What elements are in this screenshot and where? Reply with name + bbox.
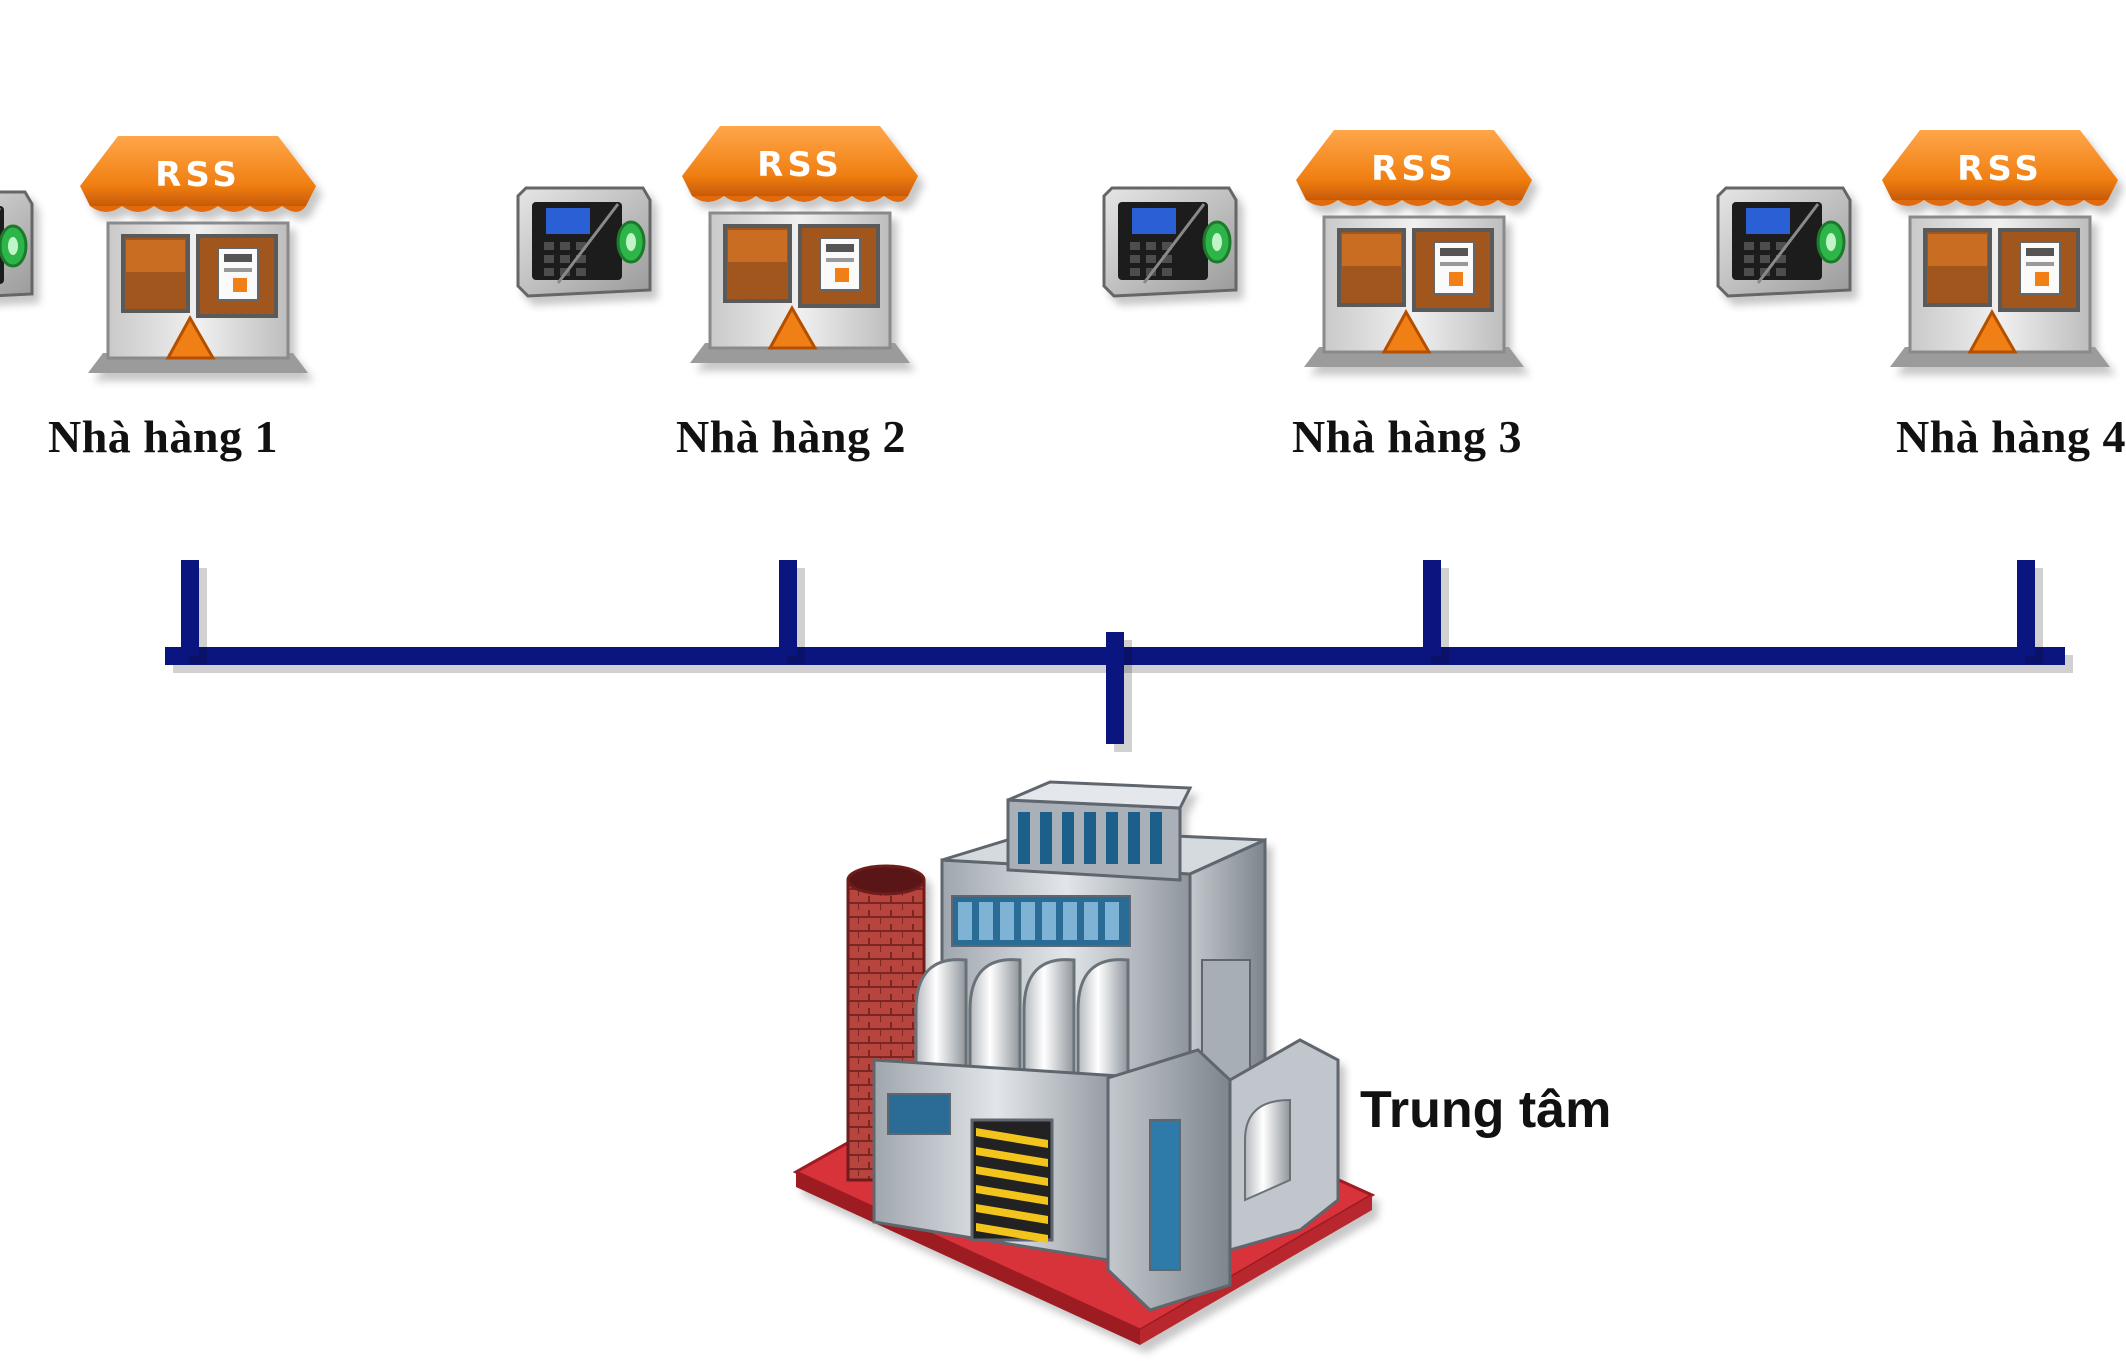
restaurant-node-3: RSS — [1102, 128, 1534, 369]
factory-icon — [792, 780, 1376, 1345]
restaurant-label-2: Nhà hàng 2 — [676, 411, 906, 462]
center-node — [792, 780, 1376, 1345]
restaurant-node-2: RSS — [516, 124, 920, 365]
shop-sign-text: RSS — [155, 155, 241, 195]
time-attendance-device-icon — [1716, 186, 1852, 298]
time-attendance-device-icon — [0, 190, 34, 302]
restaurant-label-3: Nhà hàng 3 — [1292, 411, 1522, 462]
shop-sign-text: RSS — [1957, 149, 2043, 189]
restaurant-node-1: RSS — [0, 134, 318, 375]
center-label: Trung tâm — [1360, 1081, 1612, 1139]
restaurant-label-4: Nhà hàng 4 — [1896, 411, 2126, 462]
restaurant-nodes: RSS RSS RSS RSS — [0, 124, 2120, 375]
bus-drop-line-4 — [2017, 560, 2035, 656]
restaurant-node-4: RSS — [1716, 128, 2120, 369]
shop-sign-text: RSS — [757, 145, 843, 185]
bus-drop-line-3 — [1423, 560, 1441, 656]
shop-sign-text: RSS — [1371, 149, 1457, 189]
bus-drop-line-2 — [779, 560, 797, 656]
bus-drop-line-center — [1106, 632, 1124, 744]
network-bus — [165, 560, 2073, 752]
diagram-canvas: RSS RSS RSS RSS — [0, 124, 2120, 1345]
bus-drop-line-1 — [181, 560, 199, 656]
restaurant-label-1: Nhà hàng 1 — [48, 411, 278, 462]
network-diagram: RSS RSS RSS RSS Nhà hàng 1 Nhà hàng 2 Nhà h… — [0, 124, 2125, 1345]
time-attendance-device-icon — [1102, 186, 1238, 298]
time-attendance-device-icon — [516, 186, 652, 298]
